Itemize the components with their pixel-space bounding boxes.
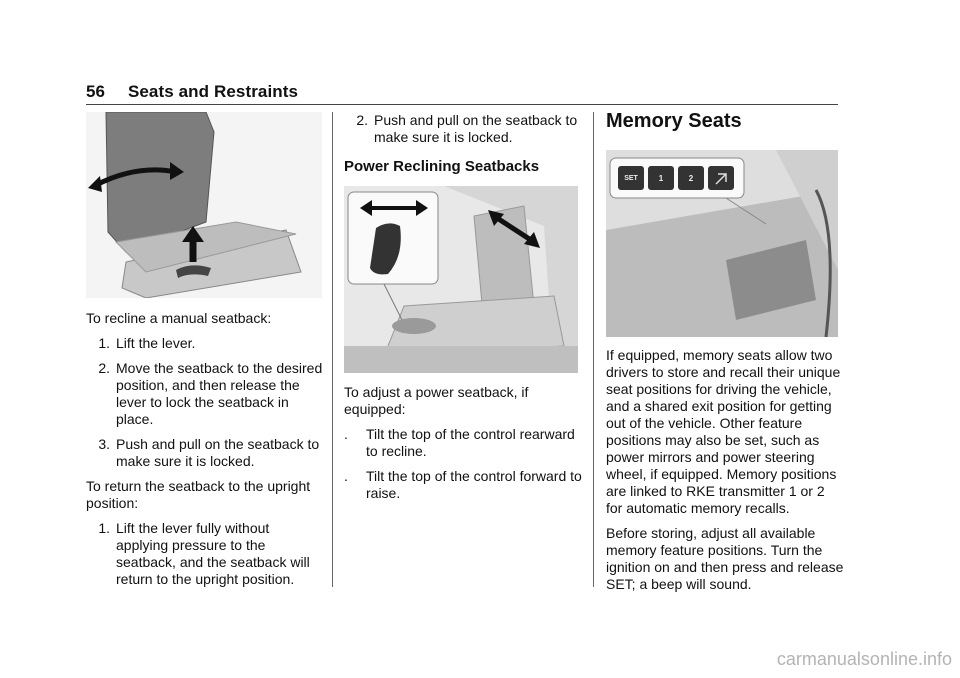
column-3-text: If equipped, memory seats allow two driv…	[606, 347, 844, 601]
upright-step-1: 1. Lift the lever fully without applying…	[98, 520, 310, 587]
bullet-recline: . Tilt the top of the control rearward t…	[344, 426, 575, 459]
upright-intro: To return the seatback to the upright po…	[86, 478, 311, 511]
recline-arrow-icon	[92, 167, 177, 189]
memory-seats-heading: Memory Seats	[606, 110, 742, 132]
manual-seat-drawing	[86, 112, 322, 298]
manual-recline-intro: To recline a manual seatback:	[86, 310, 272, 326]
column-2-text-top: 2. Push and pull on the seatback to make…	[344, 112, 582, 187]
watermark: carmanualsonline.info	[776, 649, 952, 669]
recline-control-icon	[370, 223, 401, 275]
step-3: 3. Push and pull on the seatback to make…	[98, 436, 320, 469]
column-divider-2	[593, 112, 594, 587]
step-2-continued: 2. Push and pull on the seatback to make…	[356, 112, 578, 145]
page-header: 56 Seats and Restraints	[86, 82, 298, 102]
power-seat-drawing	[344, 186, 578, 373]
header-rule	[86, 104, 838, 105]
memory-set-button-label: SET	[624, 174, 638, 182]
manual-seat-illustration	[86, 112, 322, 298]
page-number: 56	[86, 82, 106, 101]
step-1: 1. Lift the lever.	[98, 335, 196, 351]
exit-position-icon	[715, 173, 727, 185]
section-title: Seats and Restraints	[127, 82, 299, 101]
memory-door-drawing	[606, 150, 838, 337]
memory-2-button-label: 2	[688, 173, 694, 183]
memory-1-button-label: 1	[658, 173, 664, 183]
step-2: 2. Move the seatback to the desired posi…	[98, 360, 323, 427]
column-1-text: To recline a manual seatback: 1. Lift th…	[86, 310, 324, 596]
power-adjust-intro: To adjust a power seatback, if equipped:	[344, 384, 529, 417]
power-seat-illustration	[344, 186, 578, 373]
column-divider-1	[332, 112, 333, 587]
power-reclining-heading: Power Reclining Seatbacks	[344, 158, 540, 175]
bullet-raise: . Tilt the top of the control forward to…	[344, 468, 582, 501]
memory-seats-paragraph-1: If equipped, memory seats allow two driv…	[606, 347, 841, 516]
memory-buttons-illustration: SET 1 2	[606, 150, 838, 337]
column-2-text-bottom: To adjust a power seatback, if equipped:…	[344, 384, 582, 510]
memory-seats-paragraph-2: Before storing, adjust all available mem…	[606, 525, 844, 592]
